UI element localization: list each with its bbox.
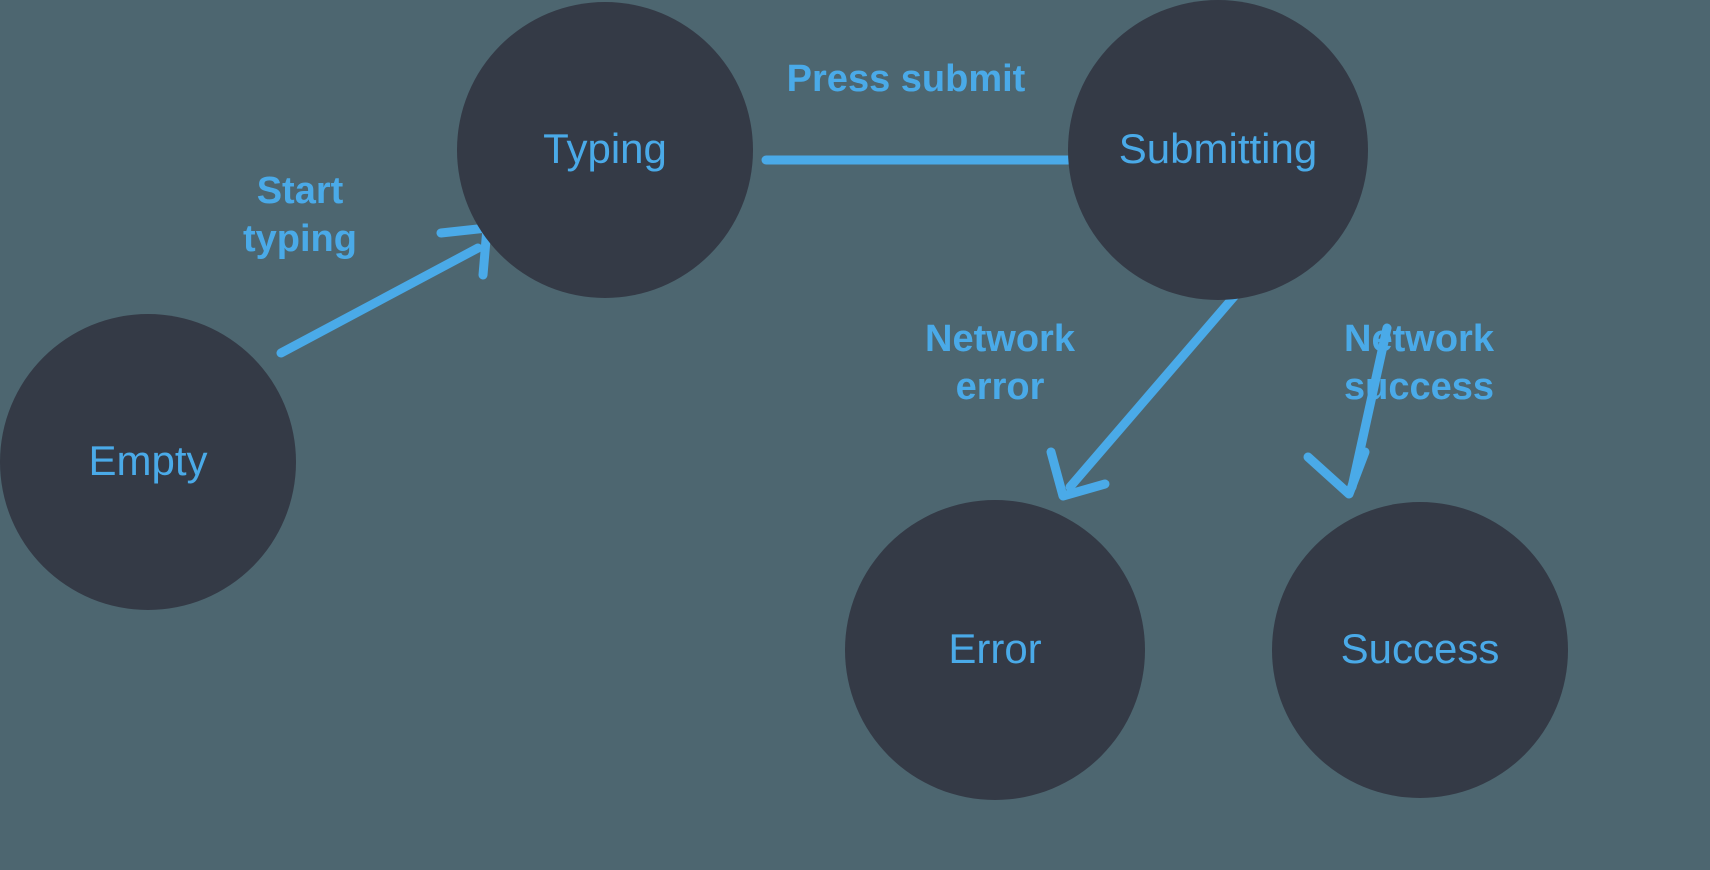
state-label-success: Success	[1341, 625, 1500, 672]
edge-network-success-arrowhead	[1303, 447, 1370, 499]
state-node-empty[interactable]: Empty	[0, 314, 296, 610]
state-circle-empty[interactable]	[0, 314, 296, 610]
state-node-error[interactable]: Error	[845, 500, 1145, 800]
edge-label-network-error-line2: error	[956, 366, 1045, 408]
edge-label-network-error: Network error	[925, 318, 1076, 408]
edge-label-start-typing: Start typing	[243, 170, 357, 260]
edge-start-typing-line	[276, 243, 483, 358]
edge-label-network-error-line1: Network	[925, 318, 1076, 360]
edge-network-error	[1046, 287, 1243, 501]
state-label-empty: Empty	[88, 437, 207, 484]
edge-label-start-typing-line1: Start	[257, 170, 344, 212]
state-circle-typing[interactable]	[457, 2, 753, 298]
state-node-typing[interactable]: Typing	[457, 2, 753, 298]
state-label-error: Error	[948, 625, 1041, 672]
state-circle-error[interactable]	[845, 500, 1145, 800]
edge-label-press-submit-line1: Press submit	[787, 58, 1026, 100]
state-node-submitting[interactable]: Submitting	[1068, 0, 1368, 300]
edge-label-network-success: Network success	[1344, 318, 1495, 408]
edge-label-network-success-line2: success	[1344, 366, 1494, 408]
state-node-success[interactable]: Success	[1272, 502, 1568, 798]
state-circle-submitting[interactable]	[1068, 0, 1368, 300]
edge-label-network-success-line1: Network	[1344, 318, 1495, 360]
edge-label-start-typing-line2: typing	[243, 218, 357, 260]
state-circle-success[interactable]	[1272, 502, 1568, 798]
edge-label-press-submit: Press submit	[787, 58, 1026, 100]
edge-network-success	[1303, 323, 1392, 499]
state-label-submitting: Submitting	[1119, 125, 1317, 172]
edge-network-error-arrowhead	[1046, 447, 1110, 501]
edge-network-error-line	[1065, 287, 1243, 492]
state-label-typing: Typing	[543, 125, 667, 172]
